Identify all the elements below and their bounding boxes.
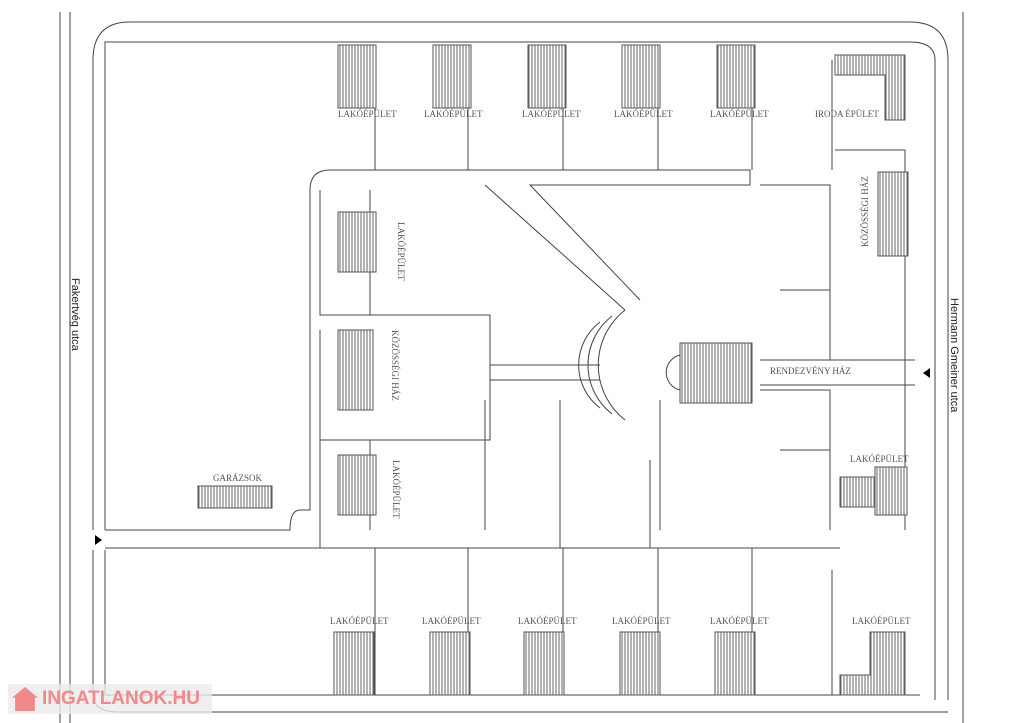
label-residential: LAKÓÉPÜLET [612,616,671,626]
label-residential: LAKÓÉPÜLET [850,454,909,464]
label-office: IRODA ÉPÜLET [815,109,879,119]
label-community: KÖZÖSSÉGI HÁZ [390,330,400,401]
label-residential: LAKÓÉPÜLET [391,460,401,519]
label-residential: LAKÓÉPÜLET [614,109,673,119]
label-residential: LAKÓÉPÜLET [396,222,406,281]
entrance-arrow-icon [923,368,930,378]
label-residential: LAKÓÉPÜLET [852,616,911,626]
label-residential: LAKÓÉPÜLET [330,616,389,626]
label-residential: LAKÓÉPÜLET [710,616,769,626]
label-residential: LAKÓÉPÜLET [424,109,483,119]
street-left-label: Fakertvég utca [69,278,81,352]
label-residential: LAKÓÉPÜLET [518,616,577,626]
bottom-houses [333,631,906,696]
label-community: KÖZÖSSÉGI HÁZ [860,176,870,247]
entrance-arrow-icon [95,535,102,545]
label-garages: GARÁZSOK [213,473,263,483]
label-residential: LAKÓÉPÜLET [338,109,397,119]
label-residential: LAKÓÉPÜLET [522,109,581,119]
street-right-label: Hermann Gmeiner utca [948,298,960,413]
label-residential: LAKÓÉPÜLET [710,109,769,119]
watermark: INGATLANOK.HU [8,684,212,714]
watermark-text: INGATLANOK.HU [42,688,200,709]
label-residential: LAKÓÉPÜLET [422,616,481,626]
label-event-house: RENDEZVÉNY HÁZ [770,366,851,376]
house-logo-icon [12,687,38,711]
top-houses [337,44,906,121]
